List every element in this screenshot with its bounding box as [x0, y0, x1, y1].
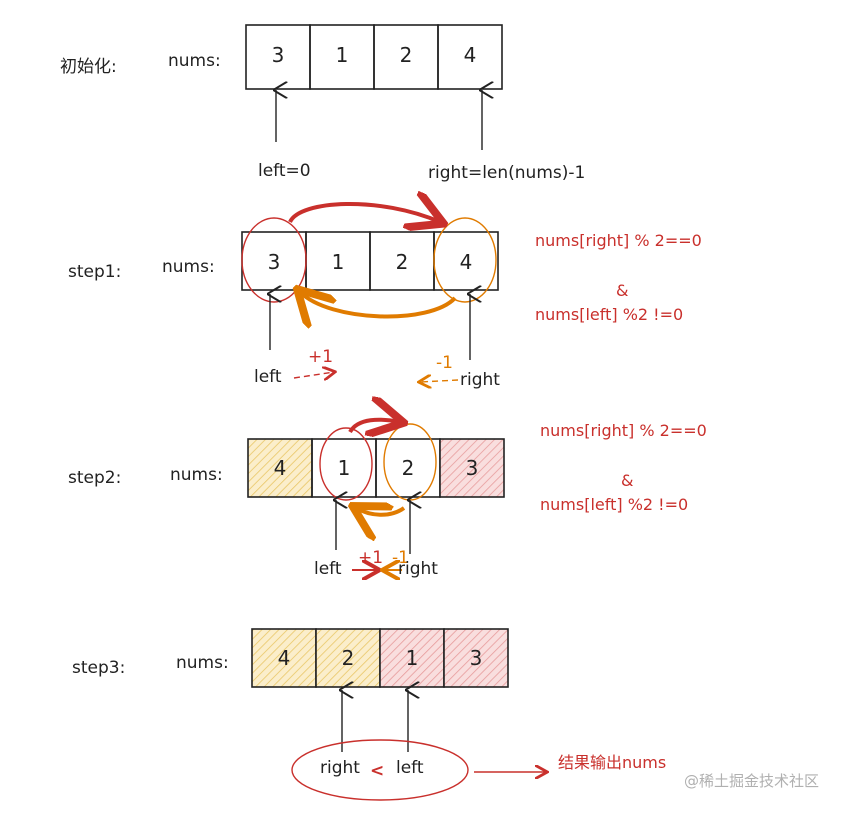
- step2-label: step2:: [68, 468, 121, 488]
- step3-cell-text-2: 1: [406, 646, 419, 670]
- step1-swap-arrow-top: [288, 204, 440, 222]
- step3-nums-label: nums:: [176, 653, 229, 673]
- step2-cell-text-2: 2: [402, 456, 415, 480]
- step1-condition-2: nums[left] %2 !=0: [535, 305, 683, 324]
- step2-condition-amp: &: [621, 471, 633, 490]
- step3-cell-text-1: 2: [342, 646, 355, 670]
- step2-cell-text-3: 3: [466, 456, 479, 480]
- step2-swap-arrow-bottom: [356, 508, 406, 515]
- init-cell-text-0: 3: [272, 43, 285, 67]
- step3-cell-3: [443, 628, 509, 688]
- step2-condition-2: nums[left] %2 !=0: [540, 495, 688, 514]
- step1-right-label: right: [460, 370, 500, 390]
- step1-right-move-arrow: [420, 380, 459, 382]
- step2-nums-label: nums:: [170, 465, 223, 485]
- init-cell-3: [437, 24, 503, 90]
- step1-right-circle: [433, 217, 497, 303]
- step1-minus-label: -1: [436, 353, 453, 373]
- step3-left-label: left: [396, 758, 424, 778]
- step3-cell-text-3: 3: [470, 646, 483, 670]
- step3-label: step3:: [72, 658, 125, 678]
- step3-cell-0: [251, 628, 317, 688]
- step2-right-label: right: [398, 559, 438, 579]
- init-cell-text-3: 4: [464, 43, 477, 67]
- step3-right-label: right: [320, 758, 360, 778]
- step1-left-label: left: [254, 367, 282, 387]
- step1-condition-1: nums[right] % 2==0: [535, 231, 702, 250]
- step3-cell-text-0: 4: [278, 646, 291, 670]
- step2-left-label: left: [314, 559, 342, 579]
- step2-cell-text-1: 1: [338, 456, 351, 480]
- step1-cell-text-2: 2: [396, 250, 409, 274]
- step3-cell-2: [379, 628, 445, 688]
- step1-nums-label: nums:: [162, 257, 215, 277]
- step3-less-than: <: [370, 761, 384, 781]
- step1-cell-text-1: 1: [332, 250, 345, 274]
- step2-swap-arrow-top: [348, 420, 400, 432]
- step2-condition-1: nums[right] % 2==0: [540, 421, 707, 440]
- step2-cell-3: [439, 438, 505, 498]
- watermark: @稀土掘金技术社区: [684, 772, 819, 790]
- init-cell-text-1: 1: [336, 43, 349, 67]
- step1-left-move-arrow: [293, 372, 334, 378]
- step1-cell-text-3: 4: [460, 250, 473, 274]
- step1-plus-label: +1: [308, 347, 333, 367]
- init-nums-label: nums:: [168, 51, 221, 71]
- step2-cell-text-0: 4: [274, 456, 287, 480]
- step1-cell-text-0: 3: [268, 250, 281, 274]
- step2-cell-0: [247, 438, 313, 498]
- init-cell-text-2: 2: [400, 43, 413, 67]
- init-right-label: right=len(nums)-1: [428, 163, 585, 183]
- step3-result-circle: [291, 739, 469, 801]
- init-left-label: left=0: [258, 161, 311, 181]
- step1-condition-amp: &: [616, 281, 628, 300]
- step2-plus-label: +1: [358, 548, 383, 568]
- step1-label: step1:: [68, 262, 121, 282]
- init-step-label: 初始化:: [60, 57, 117, 77]
- step3-result-label: 结果输出nums: [558, 753, 666, 772]
- step1-swap-arrow-bottom: [300, 292, 457, 317]
